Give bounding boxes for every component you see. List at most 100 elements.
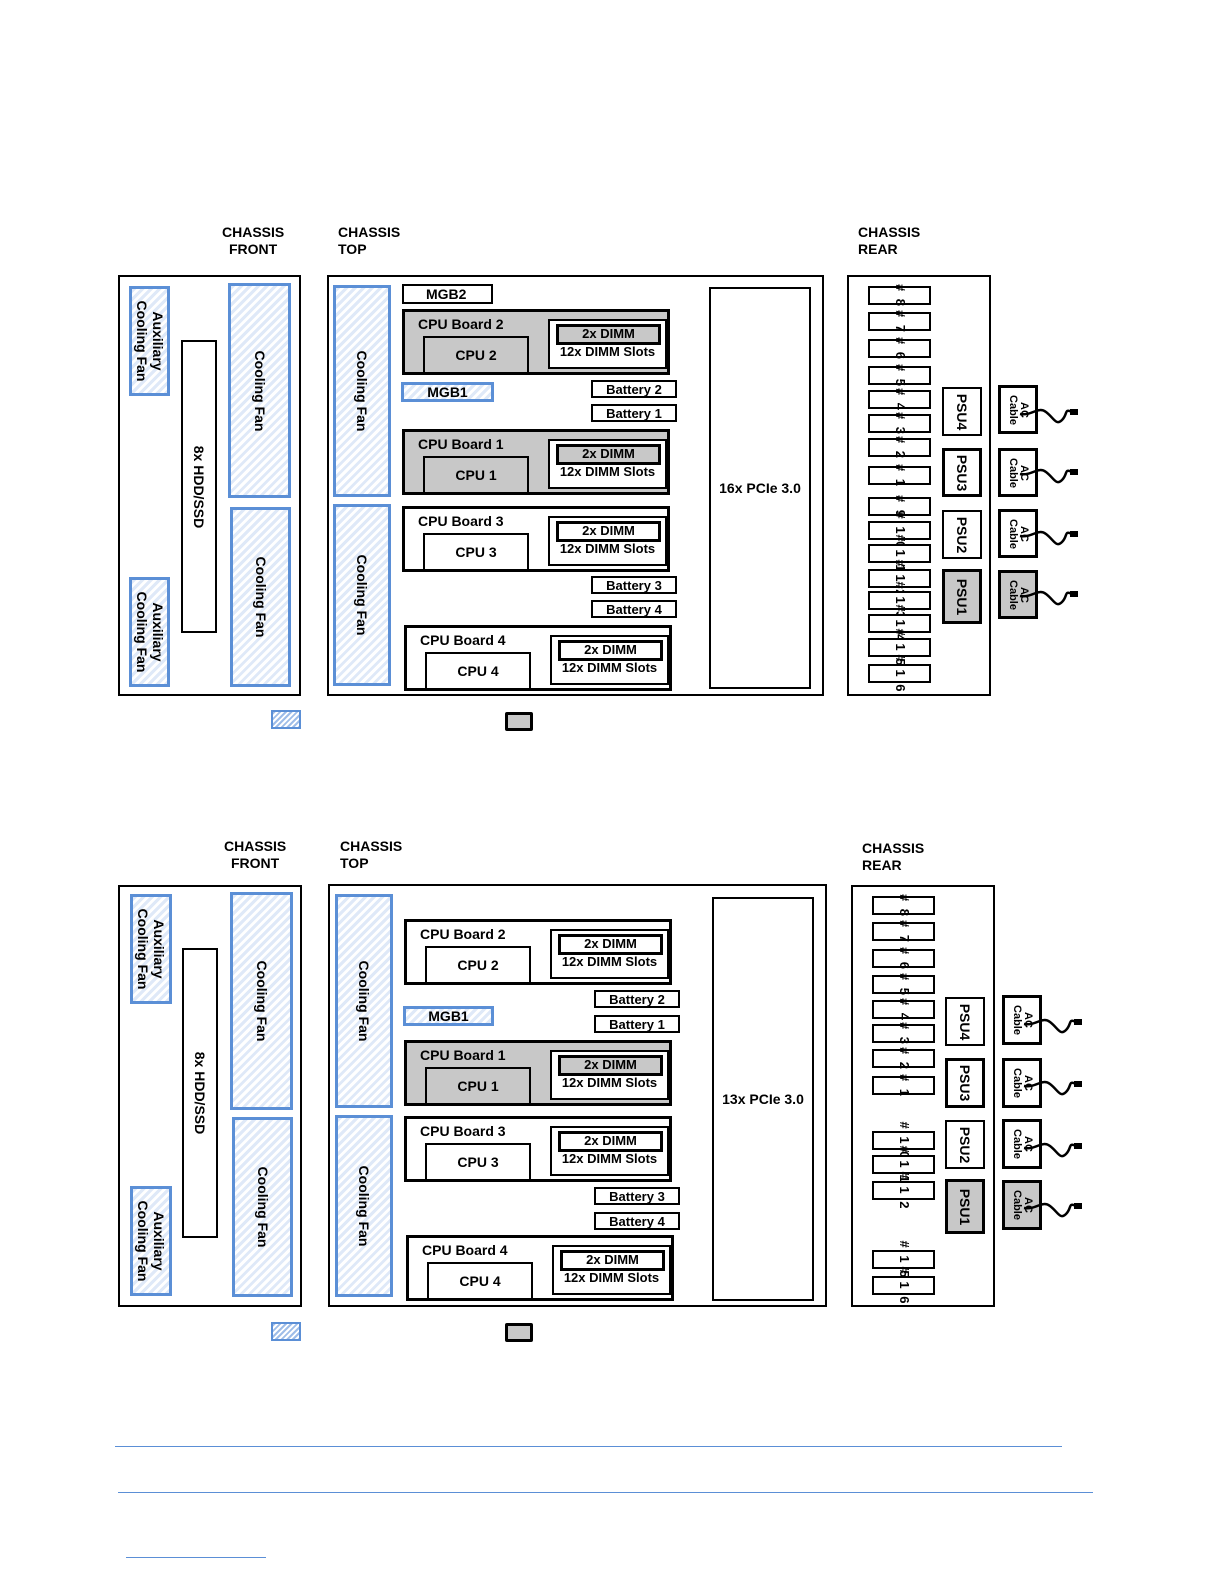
dimm-slot-count: 12x DIMM Slots (561, 954, 658, 969)
pcie-slot: # 1 5 (872, 1240, 935, 1279)
dimm-slot-count: 12x DIMM Slots (563, 1270, 660, 1285)
pcie-slot: # 4 (868, 387, 931, 412)
power-cord (1019, 408, 1073, 424)
pcie-slot: # 9 (868, 494, 931, 519)
pcie-slot: # 8 (872, 893, 935, 918)
pcie-slot: # 5 (868, 363, 931, 388)
board-title: CPU Board 3 (420, 1123, 506, 1139)
psu-1: PSU1 (942, 569, 982, 624)
pcie-slot: # 3 (868, 411, 931, 436)
dimm-slots: 2x DIMM 12x DIMM Slots (550, 635, 669, 685)
mgb1-box: MGB1 (401, 382, 494, 402)
dimm-slots: 2x DIMM 12x DIMM Slots (548, 439, 667, 489)
divider-rule-short (126, 1557, 266, 1558)
pcie-slot: # 4 (872, 997, 935, 1022)
auxiliary-cooling-fan-bottom: Auxiliary Cooling Fan (130, 1186, 172, 1296)
battery-2: Battery 2 (594, 990, 680, 1008)
power-cord (1019, 590, 1073, 606)
power-cord (1023, 1080, 1077, 1096)
power-cord (1023, 1202, 1077, 1218)
pcie-slot: # 1 1 (872, 1145, 935, 1184)
power-plug (1074, 1203, 1082, 1209)
power-cord-lines (1023, 1018, 1082, 1218)
legend-board-swatch (505, 712, 533, 731)
battery-4: Battery 4 (591, 600, 677, 618)
dimm-installed: 2x DIMM (558, 1055, 663, 1076)
cpu-board-1: CPU Board 1 CPU 1 2x DIMM 12x DIMM Slots (402, 429, 670, 495)
dimm-slots: 2x DIMM 12x DIMM Slots (550, 929, 669, 979)
dimm-slot-count: 12x DIMM Slots (561, 1151, 658, 1166)
dimm-installed: 2x DIMM (556, 324, 661, 345)
cpu-1: CPU 1 (425, 1067, 531, 1105)
dimm-slots: 2x DIMM 12x DIMM Slots (548, 516, 667, 566)
cpu-board-4: CPU Board 4 CPU 4 2x DIMM 12x DIMM Slots (406, 1235, 674, 1301)
psu-1: PSU1 (945, 1179, 985, 1234)
dimm-installed: 2x DIMM (556, 521, 661, 542)
pcie-slot: # 1 0 (872, 1121, 935, 1160)
pcie-slot: # 2 (868, 435, 931, 460)
cpu-4: CPU 4 (427, 1262, 533, 1300)
pcie-slot: # 8 (868, 283, 931, 308)
battery-3: Battery 3 (591, 576, 677, 594)
power-cord (1019, 530, 1073, 546)
legend-board-swatch (505, 1323, 533, 1342)
hdd-ssd-bay: 8x HDD/SSD (182, 948, 218, 1238)
front-cooling-fan-2: Cooling Fan (232, 1117, 293, 1297)
dimm-slot-count: 12x DIMM Slots (559, 344, 656, 359)
legend-fan-swatch (271, 1322, 301, 1341)
hdd-ssd-bay: 8x HDD/SSD (181, 340, 217, 633)
pcie-slot: # 6 (872, 946, 935, 971)
auxiliary-cooling-fan-bottom: Auxiliary Cooling Fan (129, 577, 170, 687)
pcie-slot: # 6 (868, 336, 931, 361)
dimm-installed: 2x DIMM (558, 640, 663, 661)
auxiliary-cooling-fan-top: Auxiliary Cooling Fan (129, 286, 170, 396)
pcie-slot: # 1 3 (868, 581, 931, 620)
board-title: CPU Board 2 (420, 926, 506, 942)
cpu-3: CPU 3 (423, 533, 529, 571)
dimm-slot-count: 12x DIMM Slots (559, 464, 656, 479)
divider-rule (115, 1446, 1062, 1447)
psu-4: PSU4 (942, 387, 982, 436)
power-plug (1074, 1019, 1082, 1025)
pcie-slot: # 1 (872, 1073, 935, 1098)
pcie-slot: # 7 (868, 309, 931, 334)
pcie-slots: 16x PCIe 3.0 (709, 287, 811, 689)
power-cord (1023, 1142, 1077, 1158)
battery-4: Battery 4 (594, 1212, 680, 1230)
legend-fan-swatch (271, 710, 301, 729)
battery-3: Battery 3 (594, 1187, 680, 1205)
dimm-installed: 2x DIMM (558, 1131, 663, 1152)
top-cooling-fan-1: Cooling Fan (333, 285, 391, 497)
power-plug (1070, 469, 1078, 475)
power-cord (1019, 468, 1073, 484)
cpu-board-2: CPU Board 2 CPU 2 2x DIMM 12x DIMM Slots (404, 919, 672, 985)
front-cooling-fan-1: Cooling Fan (230, 892, 293, 1110)
dimm-slots: 2x DIMM 12x DIMM Slots (550, 1126, 669, 1176)
chassis-top-label: CHASSIS TOP (338, 224, 401, 257)
psu-2: PSU2 (945, 1120, 985, 1169)
pcie-slot: # 2 (872, 1046, 935, 1071)
auxiliary-cooling-fan-top: Auxiliary Cooling Fan (130, 894, 172, 1004)
power-cord (1023, 1018, 1077, 1034)
cpu-4: CPU 4 (425, 652, 531, 690)
dimm-slots: 2x DIMM 12x DIMM Slots (552, 1245, 671, 1295)
cpu-2: CPU 2 (423, 336, 529, 374)
psu-3: PSU3 (945, 1058, 985, 1108)
pcie-slot: # 1 6 (868, 654, 931, 693)
dimm-slots: 2x DIMM 12x DIMM Slots (550, 1050, 669, 1100)
ac-cable-1: AC Cable (998, 570, 1038, 619)
pcie-slot: # 3 (872, 1021, 935, 1046)
cpu-board-2: CPU Board 2 CPU 2 2x DIMM 12x DIMM Slots (402, 309, 670, 375)
power-plug (1070, 591, 1078, 597)
ac-cable-4: AC Cable (998, 385, 1038, 434)
psu-2: PSU2 (942, 510, 982, 559)
top-cooling-fan-1: Cooling Fan (335, 894, 393, 1108)
cpu-1: CPU 1 (423, 456, 529, 494)
battery-1: Battery 1 (591, 404, 677, 422)
top-cooling-fan-2: Cooling Fan (335, 1115, 393, 1297)
cpu-board-3: CPU Board 3 CPU 3 2x DIMM 12x DIMM Slots (402, 506, 670, 572)
pcie-slot: # 5 (872, 972, 935, 997)
pcie-slot: # 1 2 (872, 1171, 935, 1210)
front-cooling-fan-1: Cooling Fan (228, 283, 291, 498)
chassis-rear-label: CHASSIS REAR (858, 224, 921, 257)
